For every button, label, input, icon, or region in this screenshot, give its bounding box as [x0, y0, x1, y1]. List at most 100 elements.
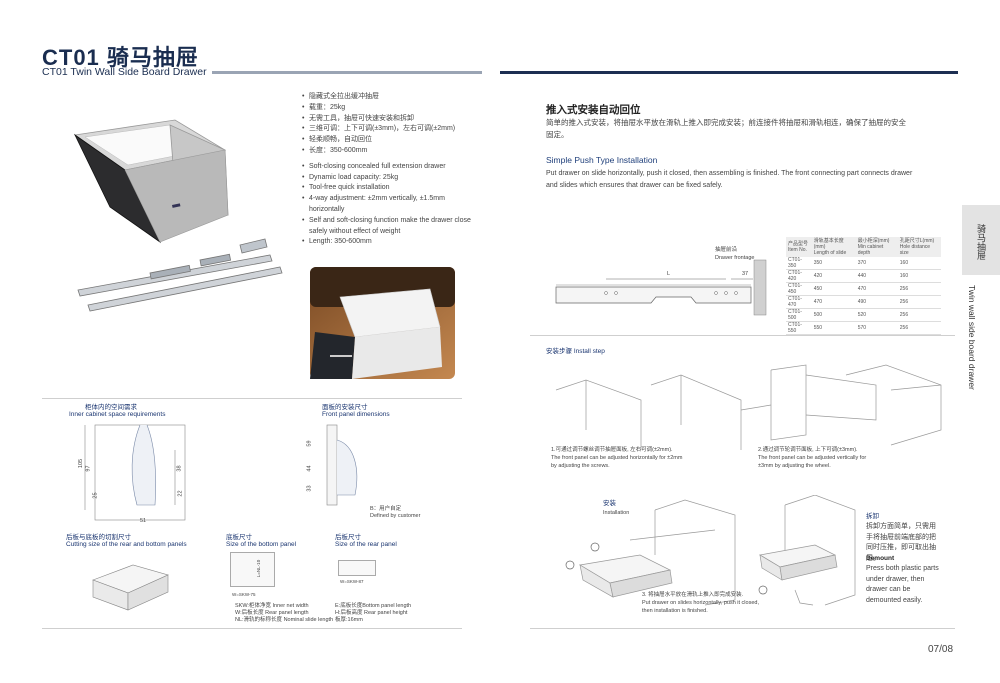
bottom-divider-right [530, 628, 955, 629]
dim-33: 33 [306, 485, 313, 492]
bottom-panel-rect [230, 552, 275, 587]
feature-cn-6: 长度：350-600mm [302, 146, 472, 157]
cut-size-title-cn: 后板与底板的切割尺寸 [66, 534, 131, 541]
dim-25: 25 [92, 492, 99, 499]
page-title: CT01 骑马抽屉 [42, 45, 199, 70]
feature-cn-1: 隐藏式全拉出缓冲抽屉 [302, 92, 472, 103]
cabinet-space-diagram [84, 424, 186, 521]
legend-nl: NL:滑轨的标称长度 Nominal slide length [235, 617, 334, 623]
feature-en-6: Length: 350-600mm [302, 237, 472, 248]
bottom-panel-title-en: Size of the bottom panel [226, 541, 297, 548]
front-panel-diagram [326, 424, 358, 506]
step2-text: 2.通过调节轮调节面板, 上下可调(±3mm). [758, 447, 858, 453]
b-note-en: Defined by customer [370, 513, 421, 519]
rear-panel-w: W=SKW-87 [340, 579, 364, 584]
dim-l-label: L [667, 271, 671, 277]
bottom-panel-w: W=SKW-75 [232, 592, 256, 597]
feature-en-5: Self and soft-closing function make the … [302, 216, 472, 238]
feature-cn-3: 无需工具，抽屉可快速安装和拆卸 [302, 114, 472, 125]
step2-text-en-1: The front panel can be adjusted vertical… [758, 455, 867, 461]
installation-illustration [565, 499, 736, 606]
spec-header-depth: 最小柜深(mm)Min cabinet depth [855, 237, 898, 257]
step2-text-en-2: ±3mm by adjusting the wheel. [758, 463, 831, 469]
bottom-panel-title-cn: 底板尺寸 [226, 534, 252, 541]
step3-text: 3. 将抽屉水平放在滑轨上推入即完成安装. [642, 592, 744, 598]
rear-panel-title-cn: 后板尺寸 [335, 534, 361, 541]
cabinet-req-title-en: Inner cabinet space requirements [69, 411, 166, 418]
dim-59: 59 [306, 440, 313, 447]
rear-panel-title-en: Size of the rear panel [335, 541, 397, 548]
feature-cn-2: 载重：25kg [302, 103, 472, 114]
header-rule-navy [500, 71, 958, 74]
requirements-divider [42, 398, 462, 399]
slide-dimension-diagram [555, 259, 767, 316]
step1-text: 1.可通过调节螺丝调节抽屉面板, 左右可调(±2mm). [551, 447, 673, 453]
push-title-cn: 推入式安装自动回位 [546, 104, 641, 116]
frontage-label-cn: 抽屉前沿 [715, 247, 738, 253]
dim-51: 51 [140, 518, 147, 524]
dim-97: 97 [85, 465, 92, 472]
feature-en-1: Soft-closing concealed full extension dr… [302, 162, 472, 173]
push-text-cn: 简单的推入式安装，将抽屉水平放在滑轨上推入即完成安装；前连接件将抽屉和滑轨相连，… [546, 118, 906, 139]
front-panel-title-cn: 面板的安装尺寸 [322, 404, 368, 411]
feature-cn-5: 轻柔顺畅，自动回位 [302, 135, 472, 146]
feature-cn-4: 三维可调：上下可调(±3mm)，左右可调(±2mm) [302, 124, 472, 135]
dim-105: 105 [78, 458, 85, 469]
frontage-label-en: Drawer frontage [715, 255, 755, 261]
section-tab-label-en: Twin wall side board drawer [967, 285, 977, 390]
legend-e: E:底板长度Bottom panel length [335, 603, 412, 609]
feature-en-4: 4-way adjustment: ±2mm vertically, ±1.5m… [302, 194, 472, 216]
installation-title-en: Installation [603, 510, 630, 516]
demount-title-cn: 拆卸 [866, 513, 879, 520]
dim-38: 38 [176, 465, 183, 472]
dim-44: 44 [306, 465, 313, 472]
drawer-product-illustration [73, 119, 283, 312]
legend-thickness: 板厚:16mm [335, 617, 363, 623]
step3-text-en-1: Put drawer on slides horizontally, push … [642, 600, 759, 606]
legend-h: H:后板高度 Rear panel height [335, 610, 408, 616]
page-number: 07/08 [928, 644, 954, 655]
spec-header-hole: 孔距尺寸L(mm)Hole distance size [897, 237, 941, 257]
bottom-panel-l: L=NL-10 [256, 559, 262, 578]
push-title-en: Simple Push Type Installation [546, 155, 658, 165]
rear-panel-rect [338, 560, 376, 576]
cut-size-title-en: Cutting size of the rear and bottom pane… [66, 541, 187, 548]
b-note-cn: B：用户自定 [370, 506, 402, 512]
demount-text-en: Press both plastic parts under drawer, t… [866, 565, 939, 604]
drawer-photo [310, 267, 455, 379]
cabinet-req-title-cn: 柜体内的空间需求 [85, 404, 137, 411]
header-rule-gray [212, 71, 482, 74]
feature-en-3: Tool-free quick installation [302, 183, 472, 194]
bottom-divider-left [42, 628, 462, 629]
demount-title-en: Demount [866, 555, 895, 562]
step3-text-en-2: then installation is finished. [642, 608, 708, 614]
push-text-en: Put drawer on slide horizontally, push i… [546, 170, 913, 189]
spec-header-length: 滑轨基本长度(mm)Length of slide [811, 237, 856, 257]
demount-text-cn: 拆卸方面简单，只需用手将抽屉前端底部的把同时压推，即可取出抽屉。 [866, 523, 936, 562]
dim-22: 22 [177, 490, 184, 497]
step1-text-en-2: by adjusting the screws. [551, 463, 610, 469]
section-tab [962, 205, 1000, 275]
page-subtitle: CT01 Twin Wall Side Board Drawer [42, 66, 207, 78]
front-panel-title-en: Front panel dimensions [322, 411, 390, 418]
section-tab-label-cn: 骑马抽屉 [976, 224, 986, 260]
cutting-panel-diagram [92, 564, 169, 611]
feature-list: 隐藏式全拉出缓冲抽屉 载重：25kg 无需工具，抽屉可快速安装和拆卸 三维可调：… [302, 92, 472, 248]
installation-title-cn: 安装 [603, 500, 616, 507]
install-step-illustrations [555, 364, 942, 450]
install-divider [530, 335, 955, 336]
install-title: 安装步骤 Install step [546, 348, 605, 355]
legend-skw: SKW:柜体净宽 Inner net width [235, 603, 309, 609]
step1-text-en-1: The front panel can be adjusted horizont… [551, 455, 683, 461]
dim-37-label: 37 [742, 271, 749, 277]
feature-en-2: Dynamic load capacity: 25kg [302, 173, 472, 184]
demount-illustration [758, 495, 856, 606]
